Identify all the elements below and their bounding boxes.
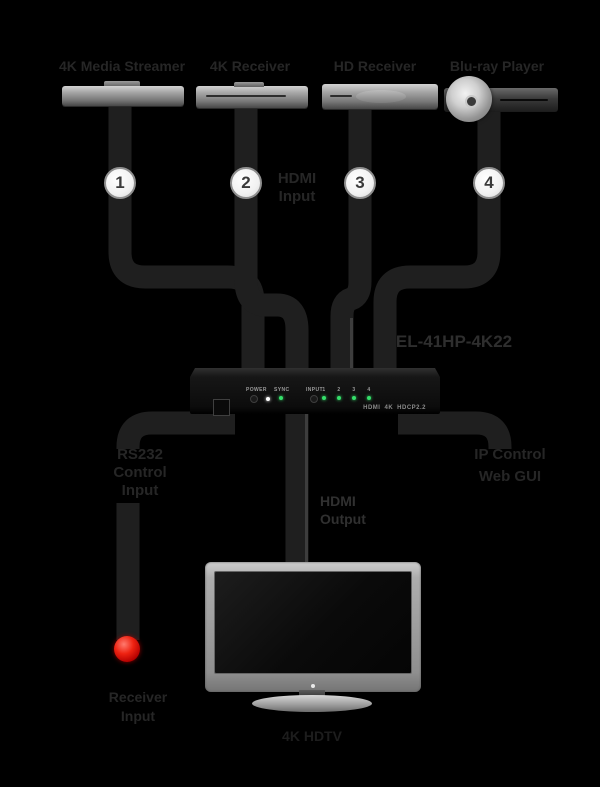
source-label-4: Blu-ray Player xyxy=(449,58,545,74)
media-streamer-device xyxy=(62,86,184,106)
rs232-control-label: RS232 Control Input xyxy=(90,446,190,500)
tv-display xyxy=(205,562,421,692)
hdmi-input-line1: HDMI xyxy=(277,170,317,187)
rs232-line1: RS232 xyxy=(117,446,163,463)
channel-led-4 xyxy=(367,396,371,400)
cable-input-1 xyxy=(108,96,265,380)
hdmi-logo: HDMI xyxy=(363,405,381,411)
channel-led-2 xyxy=(337,396,341,400)
cable-input-2 xyxy=(234,96,309,380)
rs232-line2: Control xyxy=(113,464,167,481)
channel-led-1 xyxy=(322,396,326,400)
channel-number-4: 4 xyxy=(367,387,371,393)
tv-power-led xyxy=(311,684,315,688)
disc-slot xyxy=(206,95,286,97)
source-label-2: 4K Receiver xyxy=(209,58,291,74)
hdmi-output-label: HDMI Output xyxy=(320,492,382,528)
rs232-line3: Input xyxy=(121,482,159,499)
hdmi-output-line1: HDMI xyxy=(320,493,356,509)
brand-logos: HDMI 4K HDCP2.2 xyxy=(363,405,426,411)
ip-control-label: IP Control Web GUI xyxy=(448,444,572,488)
cable-ip-control xyxy=(398,411,512,449)
input-number-badge-4: 4 xyxy=(473,167,505,199)
source-label-3: HD Receiver xyxy=(333,58,417,74)
input-number-badge-2: 2 xyxy=(230,167,262,199)
sync-led xyxy=(279,396,283,400)
channel-number-1: 1 xyxy=(322,387,326,393)
channel-number-3: 3 xyxy=(352,387,356,393)
cd-disc-icon xyxy=(446,76,492,122)
media-streamer-top-detail xyxy=(104,81,140,87)
input-number-badge-1: 1 xyxy=(104,167,136,199)
cable-rs232 xyxy=(116,411,235,449)
tv-label: 4K HDTV xyxy=(282,728,342,744)
ip-control-line2: Web GUI xyxy=(478,468,542,485)
ir-receiver-dot xyxy=(114,636,140,662)
disc-tray xyxy=(500,99,548,101)
front-slot xyxy=(330,95,352,97)
cable-input-3 xyxy=(330,96,372,380)
ip-control-line1: IP Control xyxy=(474,446,546,463)
input-number-badge-3: 3 xyxy=(344,167,376,199)
receiver-top-detail xyxy=(234,82,264,87)
input-select-button xyxy=(310,395,318,403)
hdmi-switcher-device: POWER SYNC INPUT 1 2 3 4 HDMI 4K HDCP2.2 xyxy=(190,368,440,416)
4k-logo: 4K xyxy=(384,405,394,411)
front-dial xyxy=(356,90,406,103)
switcher-top-face xyxy=(190,368,440,377)
input-label: INPUT xyxy=(306,387,323,393)
cable-input-4 xyxy=(373,96,501,380)
hdmi-input-label: HDMI Input xyxy=(262,170,332,206)
power-button xyxy=(250,395,258,403)
ir-receiver-line2: Input xyxy=(120,708,156,724)
ir-window xyxy=(213,399,230,416)
tv-stand-base xyxy=(252,695,372,712)
hd-receiver-device xyxy=(322,84,438,109)
sync-label: SYNC xyxy=(274,387,290,393)
switcher-front-panel: POWER SYNC INPUT 1 2 3 4 HDMI 4K HDCP2.2 xyxy=(190,377,440,416)
power-label: POWER xyxy=(246,387,267,393)
power-led xyxy=(266,397,270,401)
hdcp-logo: HDCP2.2 xyxy=(397,405,426,411)
channel-led-3 xyxy=(352,396,356,400)
tv-stand-neck xyxy=(299,690,325,699)
model-label: EL-41HP-4K22 xyxy=(395,332,513,351)
source-label-1: 4K Media Streamer xyxy=(58,58,186,74)
receiver-4k-device xyxy=(196,82,308,108)
tv-screen xyxy=(214,571,412,674)
ir-receiver-label: Receiver Input xyxy=(88,688,188,726)
hdmi-output-line2: Output xyxy=(320,511,366,527)
disc-hole xyxy=(464,94,478,108)
ir-receiver-line1: Receiver xyxy=(108,689,168,705)
channel-number-2: 2 xyxy=(337,387,341,393)
hdmi-input-line2: Input xyxy=(278,188,316,205)
